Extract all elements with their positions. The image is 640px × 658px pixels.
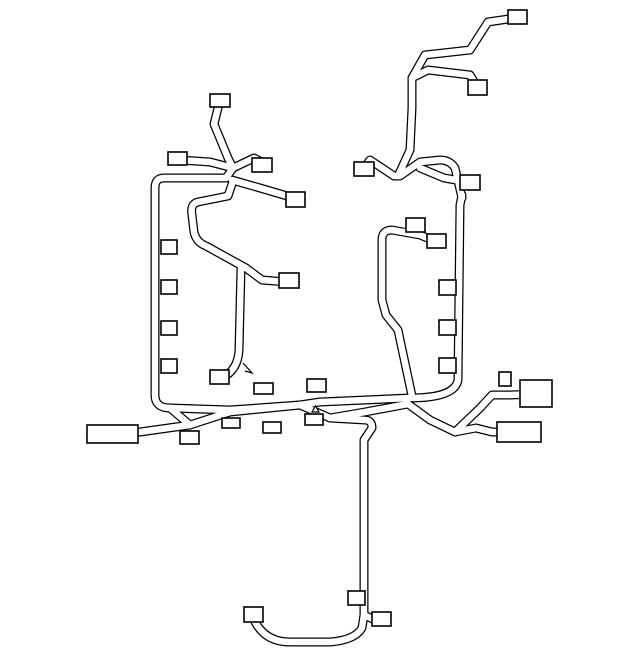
connectors xyxy=(86,9,553,627)
connector-31 xyxy=(371,611,392,627)
harness-branch-7 xyxy=(188,180,291,286)
connector-13 xyxy=(221,417,241,429)
connector-27 xyxy=(498,371,512,387)
connector-26 xyxy=(438,357,457,374)
harness-branch-15 xyxy=(186,401,304,429)
connector-5 xyxy=(278,272,300,289)
connector-17 xyxy=(86,424,139,444)
connector-7 xyxy=(160,239,178,255)
harness-branch-3 xyxy=(210,100,237,182)
connector-32 xyxy=(243,606,264,623)
harness-branch-18 xyxy=(451,390,540,436)
connector-2 xyxy=(167,151,188,166)
connector-29 xyxy=(496,421,542,443)
connector-22 xyxy=(405,217,426,233)
connector-16 xyxy=(179,430,200,445)
harness-branch-1 xyxy=(151,174,304,414)
harness-branch-6 xyxy=(228,176,298,202)
connector-19 xyxy=(459,174,481,191)
connector-15 xyxy=(304,413,324,426)
connector-20 xyxy=(467,79,488,96)
connector-3 xyxy=(251,157,273,173)
connector-1 xyxy=(209,93,231,108)
connector-12 xyxy=(306,378,327,393)
harness-branch-8 xyxy=(218,264,245,382)
connector-24 xyxy=(438,279,457,296)
junction-marker-icon xyxy=(310,404,321,413)
harness-branch-11 xyxy=(408,14,519,82)
connector-21 xyxy=(507,9,528,25)
connector-4 xyxy=(285,191,306,208)
connector-23 xyxy=(426,233,447,249)
harness-branch-5 xyxy=(176,156,237,172)
harness-branch-17 xyxy=(326,400,524,436)
connector-28 xyxy=(519,379,553,408)
connector-10 xyxy=(160,358,178,374)
harness-branch-16 xyxy=(296,401,379,624)
connector-18 xyxy=(353,161,375,177)
connector-30 xyxy=(347,590,366,606)
connector-9 xyxy=(160,320,178,336)
connector-14 xyxy=(262,421,282,434)
connector-6 xyxy=(209,369,230,385)
connector-25 xyxy=(438,319,457,336)
harness-branch-19 xyxy=(248,611,368,646)
clip-marker-icon xyxy=(242,362,254,375)
connector-8 xyxy=(160,279,178,295)
harness-branch-13 xyxy=(378,226,441,400)
connector-11 xyxy=(253,382,274,395)
